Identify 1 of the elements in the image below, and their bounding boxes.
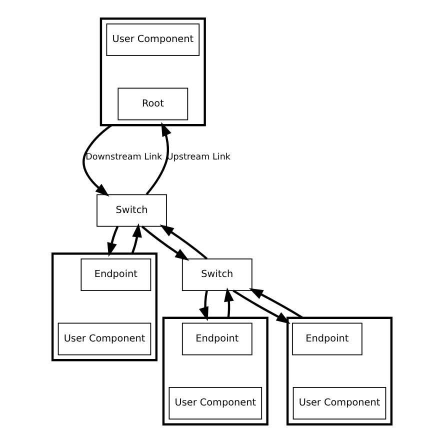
edge-label: Downstream Link (85, 152, 162, 162)
